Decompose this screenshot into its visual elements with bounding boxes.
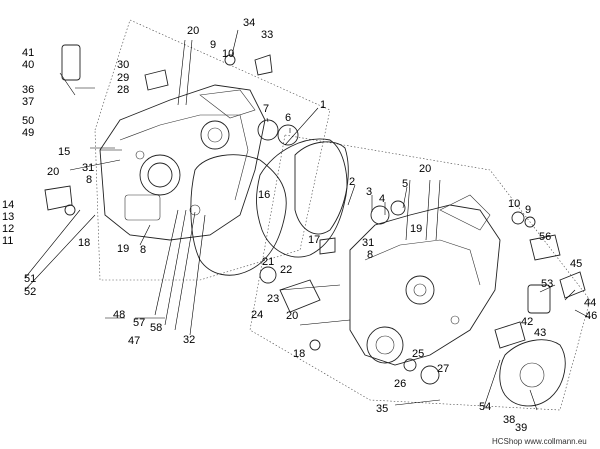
label-2: 2 [349,176,355,188]
label-42: 42 [521,316,533,328]
label-36: 36 [22,84,34,96]
label-24: 24 [251,309,263,321]
label-15: 15 [58,146,70,158]
label-10b: 10 [508,198,520,210]
label-51: 51 [24,273,36,285]
label-17: 17 [308,234,320,246]
label-53: 53 [541,278,553,290]
label-52: 52 [24,286,36,298]
label-18a: 18 [78,237,90,249]
small-parts [44,44,586,385]
label-3: 3 [366,186,372,198]
studs [69,29,441,406]
label-34: 34 [243,17,255,29]
label-1: 1 [320,99,326,111]
label-40: 40 [22,59,34,71]
label-8b: 8 [140,244,146,256]
label-29: 29 [117,72,129,84]
label-26: 26 [394,378,406,390]
label-31b: 31 [362,237,374,249]
label-25: 25 [412,348,424,360]
label-18b: 18 [293,348,305,360]
label-37: 37 [22,96,34,108]
label-4: 4 [379,193,385,205]
label-27: 27 [437,363,449,375]
label-19a: 19 [117,243,129,255]
label-58: 58 [150,322,162,334]
label-19b: 19 [410,223,422,235]
label-9a: 9 [210,39,216,51]
part-labels: 1 2 3 4 5 6 7 8 8 8 9 9 10 10 11 12 13 1… [2,17,597,434]
label-11: 11 [2,235,13,247]
label-47: 47 [128,335,140,347]
label-21: 21 [262,256,274,268]
left-crankcase-half [99,84,266,241]
side-cover [494,321,566,407]
label-43: 43 [534,327,546,339]
label-50: 50 [22,115,34,127]
label-32: 32 [183,334,195,346]
label-20c: 20 [419,163,431,175]
label-35: 35 [376,403,388,415]
label-20a: 20 [187,25,199,37]
label-22: 22 [280,264,292,276]
label-9b: 9 [525,204,531,216]
label-49: 49 [22,127,34,139]
label-57: 57 [133,317,145,329]
label-41: 41 [22,47,34,59]
label-12: 12 [2,223,14,235]
crankcase-gasket [190,138,349,276]
label-6: 6 [285,112,291,124]
watermark: HCShop www.collmann.eu [492,437,587,446]
label-45: 45 [570,258,582,270]
label-14: 14 [2,199,14,211]
label-30: 30 [117,59,129,71]
label-48: 48 [113,309,125,321]
assembly-frame [94,19,591,411]
label-8a: 8 [86,174,92,186]
label-7: 7 [263,103,269,115]
label-10a: 10 [222,48,234,60]
label-28: 28 [117,84,129,96]
label-56: 56 [539,231,551,243]
label-39: 39 [515,422,527,434]
label-5: 5 [402,178,408,190]
right-crankcase-half [349,194,501,366]
label-46: 46 [585,310,597,322]
label-23: 23 [267,293,279,305]
label-20b: 20 [47,166,59,178]
label-8c: 8 [367,249,373,261]
label-44: 44 [584,297,596,309]
label-31a: 31 [82,162,94,174]
label-33: 33 [261,29,273,41]
label-13: 13 [2,211,14,223]
label-20d: 20 [286,310,298,322]
label-16: 16 [258,189,270,201]
leader-lines [24,72,591,411]
label-54: 54 [479,401,491,413]
label-38: 38 [503,414,515,426]
